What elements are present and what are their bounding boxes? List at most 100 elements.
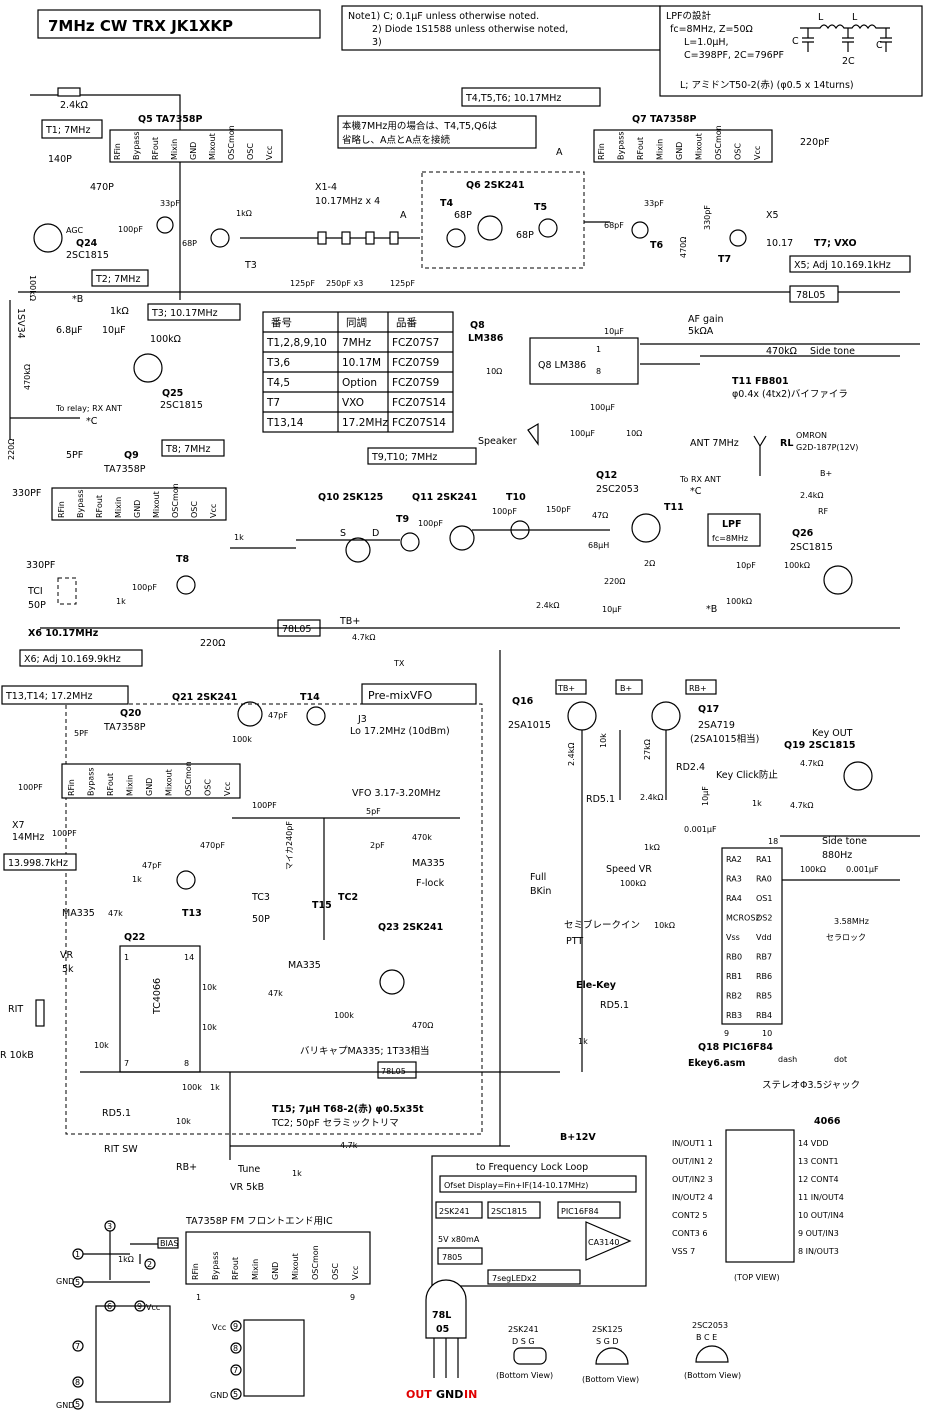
q18-label: Q18 PIC16F84 bbox=[698, 1042, 773, 1053]
notes-box bbox=[341, 5, 661, 51]
t13-transformer bbox=[176, 870, 196, 890]
q20-pin-bypass: Bypass bbox=[87, 767, 96, 796]
t9-transformer bbox=[400, 532, 420, 552]
t11-label: T11 FB801 bbox=[732, 376, 789, 387]
r-2-4k-q16-label: 2.4kΩ bbox=[567, 743, 576, 766]
ta7358-front-title: TA7358P FM フロントエンド用IC bbox=[185, 1216, 333, 1227]
c-10u-lm-label: 10µF bbox=[604, 327, 624, 336]
c-10u-label: 10µF bbox=[102, 325, 126, 336]
q17-type: 2SA719 bbox=[698, 720, 735, 731]
q7-label: Q7 TA7358P bbox=[632, 114, 697, 125]
q5-ic bbox=[109, 129, 283, 163]
lpf-mini-schematic: L L C 2C C bbox=[792, 12, 892, 67]
rit-label: RIT bbox=[8, 1004, 23, 1015]
antenna-icon bbox=[753, 435, 767, 476]
t7-vxo-label: T7; VXO bbox=[814, 238, 857, 249]
to92-gnd: GND bbox=[436, 1388, 463, 1401]
q16-type: 2SA1015 bbox=[508, 720, 551, 731]
x7-freq: 14MHz bbox=[12, 832, 44, 843]
coil-table-cell-3-0: T7 bbox=[266, 397, 280, 409]
full-bkin-label: Full bbox=[530, 872, 546, 883]
coil-table-cell-0-1: 7MHz bbox=[342, 337, 372, 349]
fll-amp: CA3140 bbox=[588, 1238, 619, 1247]
pinout-2sk125-pins: S G D bbox=[596, 1337, 619, 1346]
ic4066-left-pin-7: VSS 7 bbox=[672, 1247, 695, 1256]
r-470-label: 470Ω bbox=[679, 237, 688, 258]
pinout-2sc2053: 2SC2053 B C E (Bottom View) bbox=[684, 1321, 741, 1380]
r-220c-label: 220Ω bbox=[604, 577, 625, 586]
c-330p-label: 330pF bbox=[703, 205, 712, 230]
rd5-1-c-label: RD5.1 bbox=[600, 1000, 629, 1011]
c-125p-b-label: 125pF bbox=[390, 279, 415, 288]
bias-node-2: 2 bbox=[147, 1260, 152, 1269]
t3-label: T3 bbox=[244, 260, 257, 271]
pic-pin-labels: RA2RA3RA4MCROS2VssRB0RB1RB2RB3RA1RA0OS1O… bbox=[726, 855, 772, 1020]
r-4-7k-t-label: 4.7k bbox=[340, 1141, 358, 1150]
q5-pin-mixin: Mixin bbox=[170, 139, 179, 160]
q20-pin-oscmon: OSCmon bbox=[184, 761, 193, 796]
mix-node-7: 7 bbox=[75, 1342, 80, 1351]
c-33p-q7-label: 33pF bbox=[644, 199, 664, 208]
pic-pin-mcros2: MCROS2 bbox=[726, 914, 761, 923]
fll-reg-box bbox=[437, 1247, 483, 1265]
t14-transformer bbox=[306, 706, 326, 726]
q16-transistor bbox=[567, 701, 597, 731]
keyer-wires bbox=[499, 650, 920, 1146]
d-1sv34-label: 1SV34 bbox=[15, 308, 26, 339]
note-7mhz-line-1: 本機7MHz用の場合は、T4,T5,Q6は bbox=[342, 120, 498, 132]
pinout-2sk241-name: 2SK241 bbox=[508, 1325, 539, 1334]
q9-pin-vcc: Vcc bbox=[209, 504, 218, 518]
c-001u-label: 0.001µF bbox=[684, 825, 717, 834]
t1314-label: T13,T14; 17.2MHz bbox=[5, 691, 93, 702]
c-10u-k-label: 10µF bbox=[701, 786, 710, 806]
fll-ic3: PIC16F84 bbox=[561, 1207, 599, 1216]
q17-transistor bbox=[651, 701, 681, 731]
c-150pf-label: 150pF bbox=[546, 505, 571, 514]
q26-type: 2SC1815 bbox=[790, 542, 833, 553]
premix-area bbox=[65, 703, 483, 1135]
bias-label: BIAS bbox=[160, 1239, 178, 1248]
t15-note: T15; 7µH T68-2(赤) φ0.5x35t bbox=[272, 1103, 424, 1115]
t10-label: T10 bbox=[506, 492, 526, 503]
ptt-label: PTT bbox=[566, 936, 583, 947]
pinout-2sk241-view: (Bottom View) bbox=[496, 1371, 553, 1380]
to-rx-ant-label: To RX ANT bbox=[679, 475, 721, 484]
q7-pin-osc: OSC bbox=[734, 143, 743, 160]
ic4066-right-pin-12: 12 CONT4 bbox=[798, 1175, 839, 1184]
dot-label: dot bbox=[834, 1055, 847, 1064]
t4-transformer bbox=[446, 228, 466, 248]
to-relay-label: To relay; RX ANT bbox=[55, 404, 122, 413]
tx-led-label: TX bbox=[393, 659, 405, 668]
coil-table-header-0: 番号 bbox=[271, 317, 292, 329]
r-100k-f-label: 100k bbox=[232, 735, 252, 744]
x7-freq-box bbox=[3, 853, 77, 871]
ta7358-front-pin-9: 9 bbox=[350, 1293, 355, 1302]
tc4066-label: TC4066 bbox=[152, 978, 163, 1015]
tb-plus-1: TB+ bbox=[339, 616, 360, 627]
regulator-78l05-1 bbox=[789, 285, 839, 303]
coil-table-cell-4-1: 17.2MHz bbox=[342, 417, 388, 429]
tc3-label: TC3 bbox=[251, 892, 270, 903]
pic-pin-rb4: RB4 bbox=[756, 1011, 772, 1020]
ic4066-left-pin-4: IN/OUT2 4 bbox=[672, 1193, 713, 1202]
ta7358-front-ic bbox=[185, 1231, 371, 1285]
crystal-3 bbox=[365, 231, 375, 245]
c-47pf-b-label: 47pF bbox=[142, 861, 162, 870]
pic-pin-rb6: RB6 bbox=[756, 972, 772, 981]
tc4066-pin-8: 8 bbox=[184, 1059, 189, 1068]
pic16f84-ic bbox=[721, 847, 783, 1025]
coil-table-cell-4-0: T13,14 bbox=[266, 417, 304, 429]
r-10k-22b-label: 10k bbox=[94, 1041, 109, 1050]
fll-ic2: 2SC1815 bbox=[491, 1207, 527, 1216]
r-4-7k-k-label: 4.7kΩ bbox=[800, 759, 823, 768]
q9-pin-oscmon: OSCmon bbox=[171, 483, 180, 518]
r-1k-q25-label: 1kΩ bbox=[110, 306, 129, 317]
lpf-design-line-3: C=398PF, 2C=796PF bbox=[684, 50, 784, 61]
t4-label: T4 bbox=[440, 198, 453, 209]
q5-pin-osc: OSC bbox=[246, 143, 255, 160]
t910-label-box bbox=[367, 447, 477, 465]
rl-part-2: G2D-187P(12V) bbox=[796, 443, 858, 452]
b-plus-rf-label: B+ bbox=[820, 469, 832, 478]
rf-led-label: RF bbox=[818, 507, 829, 516]
tc1-value: 50P bbox=[28, 600, 46, 611]
